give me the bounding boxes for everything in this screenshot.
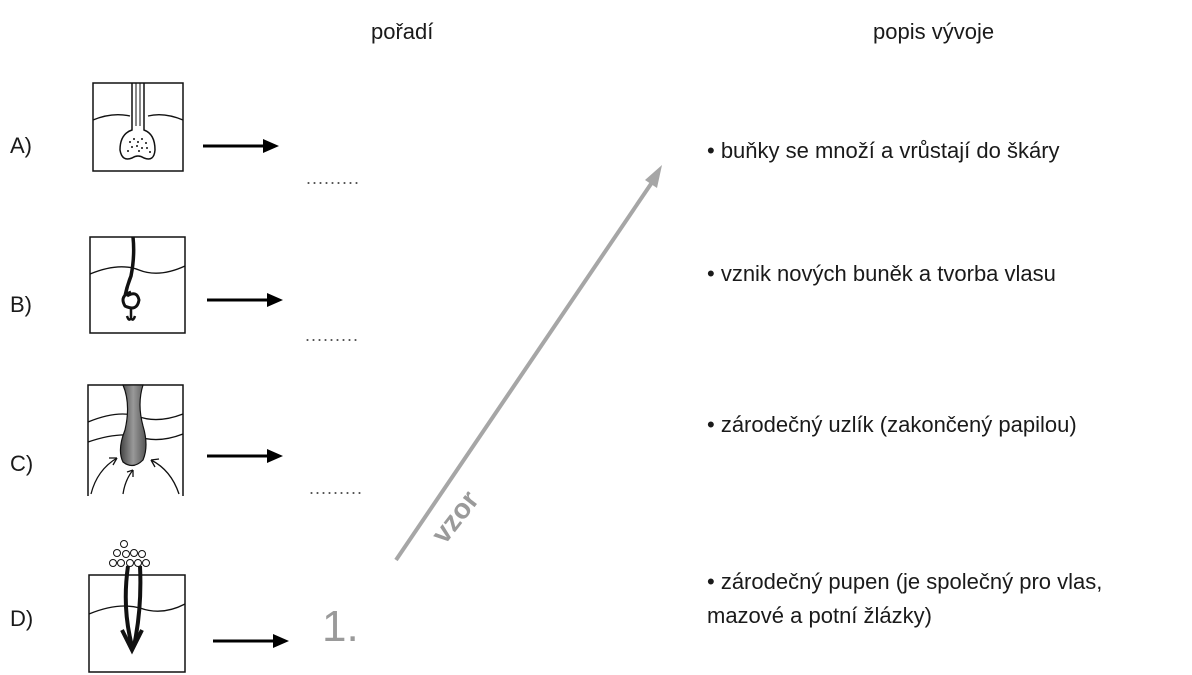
- row-label-d: D): [10, 606, 34, 631]
- arrow-right-icon: [203, 139, 279, 153]
- hair-follicle-stage-c-image: [87, 384, 184, 496]
- hair-follicle-stage-d-image: [88, 540, 186, 673]
- row-label-b: B): [10, 292, 32, 317]
- row-label-a: A): [10, 133, 32, 158]
- arrow-right-icon: [207, 293, 283, 307]
- description-item-3: • zárodečný uzlík (zakončený papilou): [707, 412, 1077, 437]
- row-label-c: C): [10, 451, 34, 476]
- answer-blank-b[interactable]: .........: [305, 325, 360, 345]
- answer-blank-a[interactable]: .........: [306, 168, 361, 188]
- description-item-4: • zárodečný pupen (je společný pro vlas,…: [707, 569, 1103, 628]
- order-header: pořadí: [371, 19, 434, 44]
- answer-blank-c[interactable]: .........: [309, 478, 364, 498]
- arrow-right-icon: [213, 634, 289, 648]
- description-item-2: • vznik nových buněk a tvorba vlasu: [707, 261, 1056, 286]
- description-header: popis vývoje: [873, 19, 995, 44]
- sample-answer-d: 1.: [322, 602, 359, 651]
- hair-follicle-stage-b-image: [89, 236, 186, 334]
- hair-follicle-stage-a-image: [92, 82, 184, 172]
- arrow-right-icon: [207, 449, 283, 463]
- description-item-1: • buňky se množí a vrůstají do škáry: [707, 138, 1060, 163]
